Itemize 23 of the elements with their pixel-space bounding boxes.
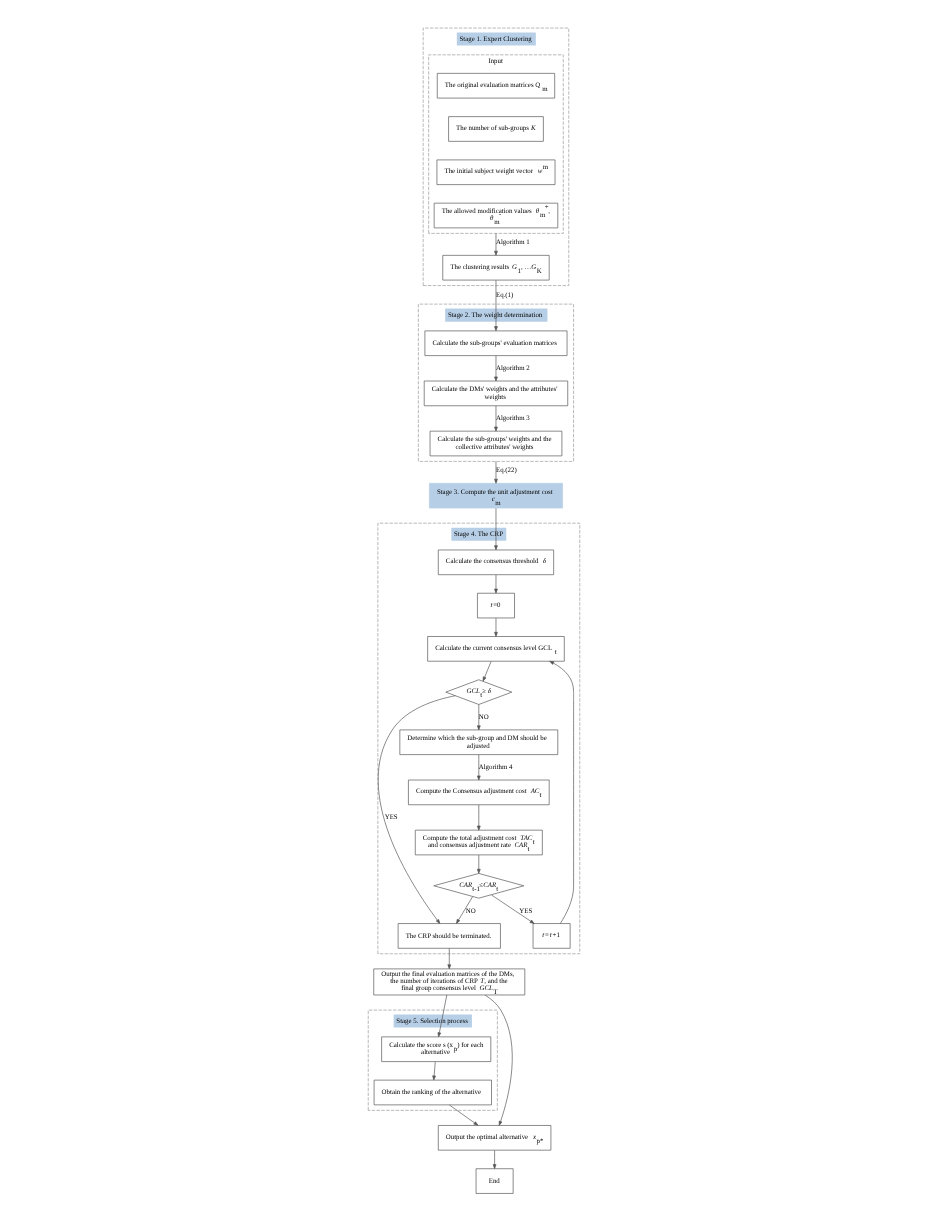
arrow [484, 994, 513, 1126]
arrow [494, 508, 498, 551]
arrow [494, 405, 498, 432]
arrow [449, 1104, 479, 1126]
arrow [477, 854, 481, 874]
arrow [447, 948, 452, 970]
arrow [477, 804, 481, 831]
arrow [492, 1150, 497, 1169]
arrow [377, 695, 456, 924]
arrow [494, 617, 498, 637]
arrow [494, 461, 498, 484]
arrow [477, 754, 481, 781]
arrow [456, 896, 474, 924]
arrow [482, 661, 492, 682]
arrow [491, 894, 535, 924]
arrow [477, 704, 481, 731]
arrow [494, 355, 498, 382]
arrow [494, 279, 498, 332]
arrow [549, 660, 574, 924]
arrow [494, 574, 498, 594]
arrow [494, 233, 498, 256]
arrow [432, 1061, 436, 1081]
arrow [437, 994, 448, 1038]
